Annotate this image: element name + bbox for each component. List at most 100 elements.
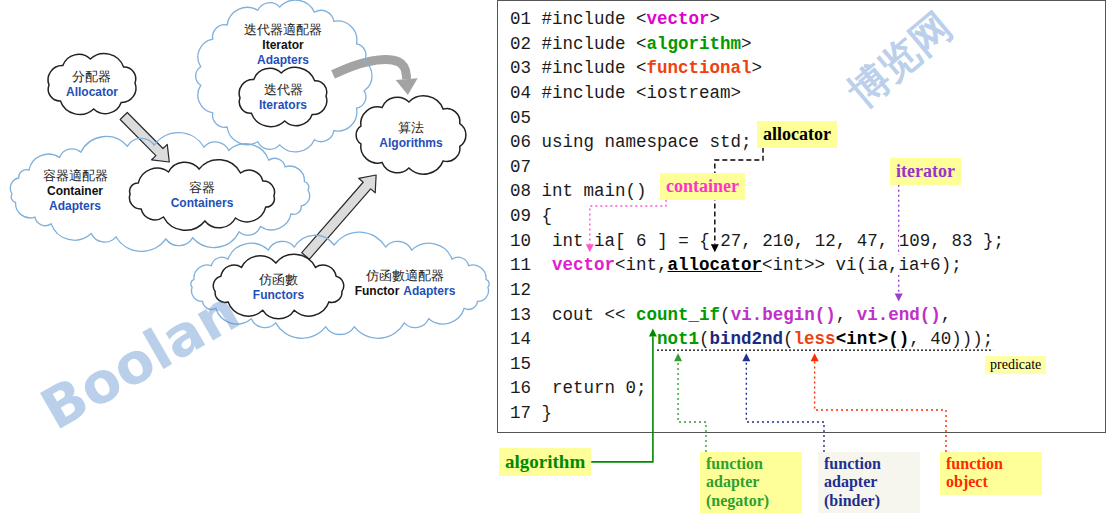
code-token: bind2nd (710, 329, 784, 349)
label-row: Iterators (259, 97, 307, 112)
node-label: Algorithms (379, 136, 442, 150)
code-ink: 40))); (930, 329, 993, 349)
code-token: 08 int main() (510, 181, 647, 201)
code-ink: 02 (510, 34, 531, 54)
label-row: Container (43, 183, 108, 198)
callout-label: function adapter (binder) (818, 452, 920, 513)
code-ink: ] (657, 231, 668, 251)
callout-label: allocator (757, 121, 837, 148)
code-ink: ( (720, 305, 731, 325)
code-ink: , (909, 329, 920, 349)
leader-path (591, 337, 653, 462)
label-row: Functors (253, 287, 304, 302)
code-token: <int>> vi(ia,ia+6); (762, 255, 962, 275)
code-ink: #include (542, 9, 626, 29)
code-ink: namespace (605, 132, 700, 152)
cloud-path (191, 232, 489, 338)
code-ink: , (836, 305, 847, 325)
code-token: 04 #include <iostream> (510, 83, 741, 103)
code-ink: ( (783, 329, 794, 349)
code-ink: less (794, 329, 836, 349)
code-ink: 47, (857, 231, 889, 251)
leader-line (674, 353, 706, 452)
code-token: > (741, 34, 752, 54)
callout-label: iterator (890, 158, 961, 185)
code-ink: > (710, 9, 721, 29)
label-row: 分配器 (66, 69, 118, 84)
code-ink: main() (584, 181, 647, 201)
label-block: 迭代器Iterators (259, 82, 307, 112)
code-line: 11 vector<int,allocator<int>> vi(ia,ia+6… (510, 253, 1105, 278)
code-token: 06 using namespace std; (510, 132, 752, 152)
node-label: Containers (171, 196, 234, 210)
cloud-path (196, 0, 372, 152)
leader-head (586, 244, 594, 252)
node-label: Functor (355, 284, 400, 298)
component-cloud: 算法Algorithms (352, 95, 470, 175)
code-token: 01 #include < (510, 9, 647, 29)
code-ink: <int>> (762, 255, 825, 275)
code-ink: }; (983, 231, 1004, 251)
callout-text: predicate (990, 357, 1041, 373)
leader-line (711, 148, 763, 253)
cloud-outline (42, 52, 142, 116)
code-ink: 03 (510, 58, 531, 78)
callout-label: predicate (985, 356, 1046, 374)
code-token: , 40))); (909, 329, 993, 349)
label-holder: 仿函數適配器FunctorAdapters (350, 268, 460, 299)
callout-text: function adapter (negator) (706, 455, 796, 510)
code-ink: using (542, 132, 595, 152)
cloud-outline (123, 162, 281, 228)
code-token: <int>() (836, 329, 910, 349)
code-ink: cout (552, 305, 594, 325)
leader-head (711, 244, 719, 252)
leader-head (674, 353, 682, 361)
node-label: 迭代器適配器 (244, 23, 322, 37)
cloud-path (129, 160, 274, 231)
code-ink: > (752, 58, 763, 78)
node-label: Adapters (257, 53, 309, 67)
code-token: 11 (510, 255, 552, 275)
label-row: Allocator (66, 84, 118, 99)
watermark-text: Boolan (30, 278, 250, 443)
code-ink: 10 (510, 231, 531, 251)
watermark-text: 博览网 (836, 0, 963, 119)
code-ink: 17 (510, 403, 531, 423)
code-ink: 05 (510, 108, 531, 128)
code-token: 10 int ia[ 6 ] = { 27, 210, 12, 47, 109,… (510, 231, 1004, 251)
code-ink: 12 (510, 280, 531, 300)
callout-text: allocator (763, 124, 831, 145)
code-line: 16 return 0; (510, 376, 1105, 401)
code-ink: < (636, 9, 647, 29)
code-ink: vi.end() (857, 305, 941, 325)
code-ink: <iostream> (636, 83, 741, 103)
leader-path (815, 361, 946, 452)
callout-text: function adapter (binder) (824, 455, 914, 510)
node-label: 迭代器 (264, 83, 303, 97)
code-ink: , (941, 305, 952, 325)
component-arrow (302, 175, 376, 259)
code-line: 14 not1(bind2nd(less<int>(), 40))); (510, 327, 1105, 352)
code-ink: bind2nd (710, 329, 784, 349)
node-label: Adapters (403, 284, 455, 298)
code-ink: not1 (657, 329, 699, 349)
leader-head (895, 294, 903, 302)
code-ink: ia[ (594, 231, 626, 251)
leader-line (742, 353, 824, 452)
code-token: , (941, 305, 952, 325)
cloud-outline (193, 0, 373, 152)
cloud-outline (352, 95, 470, 175)
code-ink: { (542, 206, 553, 226)
code-ink: << (605, 305, 626, 325)
label-block: 容器Containers (171, 180, 234, 210)
code-panel: 01 #include <vector>02 #include <algorit… (497, 0, 1106, 433)
callout-label: container (660, 173, 745, 200)
node-label: Container (47, 184, 103, 198)
code-token: <int, (615, 255, 668, 275)
predicate-underline (657, 350, 993, 351)
label-block: 仿函數Functors (253, 272, 304, 302)
code-token: > (710, 9, 721, 29)
node-label: 仿函數 (259, 273, 298, 287)
leader-head (649, 329, 657, 337)
label-row: Iterator (244, 37, 322, 52)
